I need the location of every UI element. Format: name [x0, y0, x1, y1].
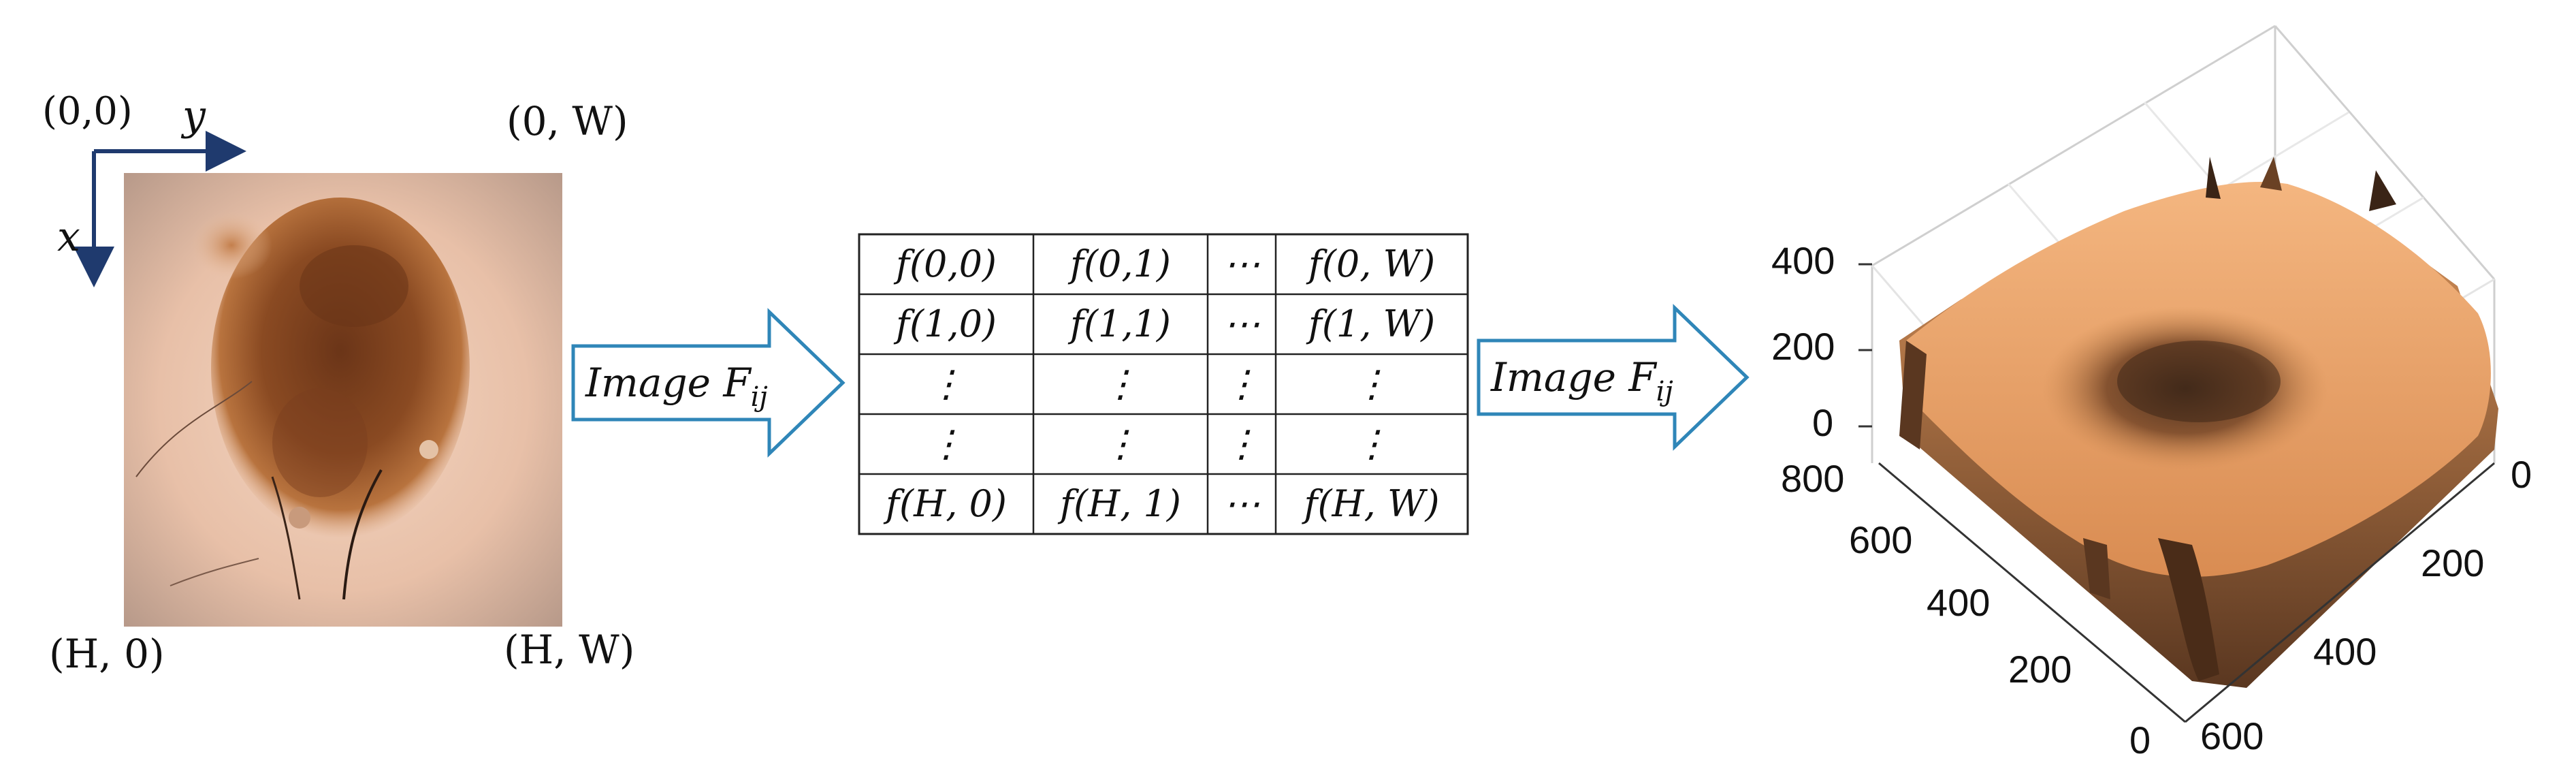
matrix-cell: ⋯: [1223, 302, 1260, 345]
image-panel: (0,0) y x (0, W) (H, 0) (H, W): [42, 89, 634, 677]
z-tick-label: 0: [1812, 401, 1833, 444]
corner-label-top-right: (0, W): [506, 98, 628, 144]
arrow-label-subscript: ij: [751, 381, 768, 413]
z-tick-label: 400: [1771, 239, 1835, 282]
matrix-cell: ⋮: [1223, 362, 1260, 405]
left-axis-tick-label: 0: [2129, 719, 2151, 761]
corner-label-bottom-left: (H, 0): [49, 631, 165, 677]
matrix-cell: ⋮: [1353, 422, 1390, 465]
origin-label: (0,0): [42, 89, 133, 133]
coordinate-axes: [74, 131, 246, 287]
pixel-matrix-table: f(0,0) f(0,1) ⋯ f(0, W) f(1,0) f(1,1) ⋯ f(1, W)…: [858, 233, 1469, 535]
x-axis-label: x: [57, 213, 80, 261]
matrix-cell: ⋮: [1223, 422, 1260, 465]
matrix-cell: f(H, W): [1301, 482, 1439, 525]
matrix-cell: f(1,1): [1067, 302, 1171, 345]
arrow-matrix-to-surface: Image Fij: [1477, 304, 1750, 451]
y-axis-label: y: [180, 92, 206, 140]
right-axis-tick-label: 600: [2200, 714, 2264, 757]
arrow-label: Image F: [585, 360, 752, 406]
left-axis-tick-label: 400: [1927, 581, 1990, 624]
z-axis-ticks: 400 200 0: [1771, 239, 1872, 444]
left-axis-tick-label: 800: [1781, 457, 1844, 500]
svg-text:Image Fij: Image Fij: [585, 360, 768, 413]
arrow-label: Image F: [1490, 354, 1657, 400]
matrix-cell: f(1, W): [1306, 302, 1435, 345]
dermoscopy-image: [124, 173, 562, 627]
left-axis-tick-label: 600: [1849, 518, 1912, 561]
arrow-label-subscript: ij: [1656, 376, 1673, 407]
matrix-frame: [858, 233, 1469, 535]
right-axis-tick-label: 200: [2421, 541, 2484, 584]
matrix-cell: f(H, 0): [883, 482, 1007, 525]
right-axis-tick-label: 0: [2511, 453, 2532, 496]
surface-mesh: [1899, 157, 2498, 688]
arrow-image-to-matrix: Image Fij: [571, 308, 846, 458]
matrix-cell: f(0, W): [1306, 242, 1435, 285]
matrix-cell: f(0,1): [1067, 242, 1171, 285]
matrix-cell: ⋮: [928, 422, 965, 465]
matrix-cell: ⋮: [1353, 362, 1390, 405]
right-axis: 0 200 400 600: [2185, 453, 2532, 757]
matrix-cell: ⋯: [1223, 482, 1260, 525]
matrix-cell: f(H, 1): [1057, 482, 1181, 525]
surface-plot: 400 200 0 800 600 400 200 0 0 200 400 60…: [1771, 25, 2532, 761]
matrix-cell: f(0,0): [893, 242, 997, 285]
z-tick-label: 200: [1771, 325, 1835, 368]
matrix-cell: ⋯: [1223, 242, 1260, 285]
matrix-cell: f(1,0): [893, 302, 997, 345]
matrix-cell: ⋮: [1102, 362, 1139, 405]
right-axis-tick-label: 400: [2313, 630, 2377, 673]
left-axis: 800 600 400 200 0: [1781, 457, 2186, 761]
matrix-cell: ⋮: [928, 362, 965, 405]
matrix-cell: ⋮: [1102, 422, 1139, 465]
left-axis-tick-label: 200: [2008, 648, 2072, 691]
corner-label-bottom-right: (H, W): [504, 627, 634, 673]
svg-text:Image Fij: Image Fij: [1490, 354, 1673, 407]
